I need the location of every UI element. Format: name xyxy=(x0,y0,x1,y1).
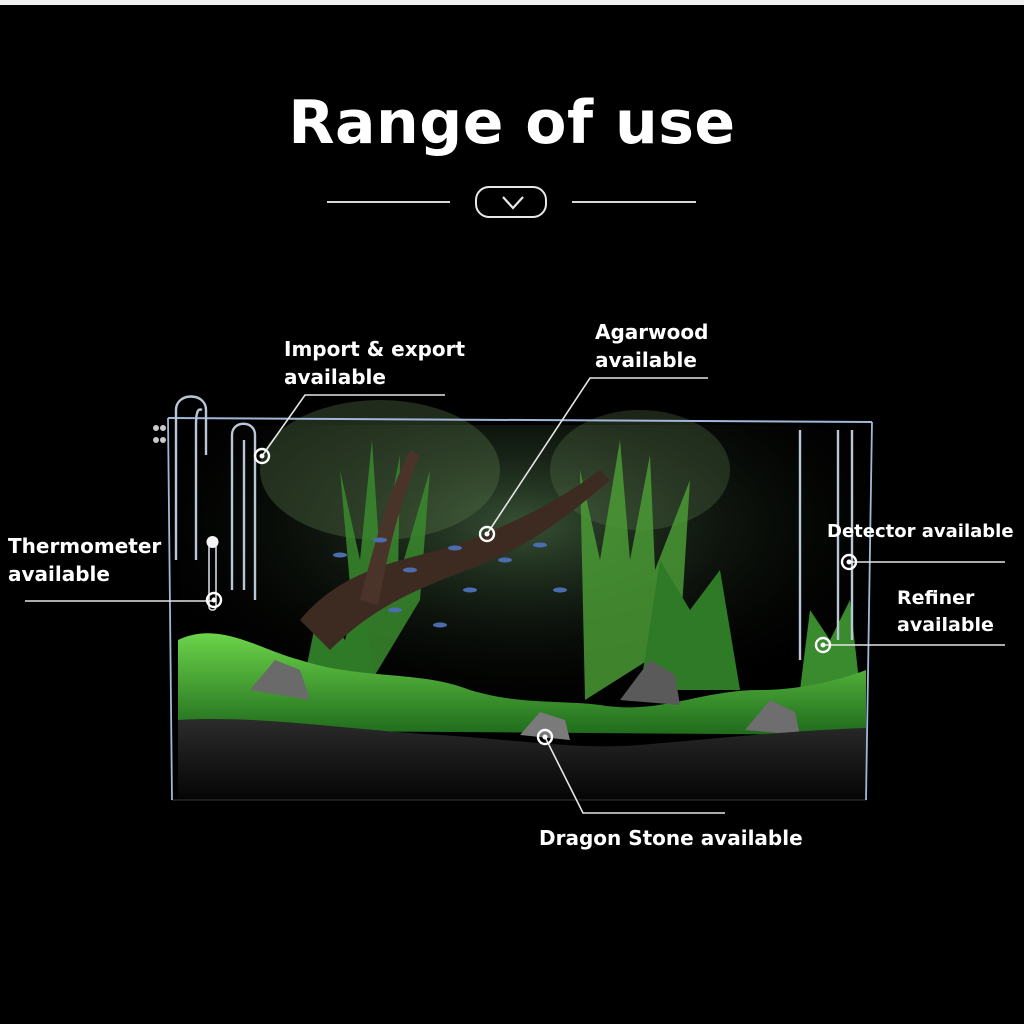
glass-pipes xyxy=(174,395,854,660)
divider-left xyxy=(327,201,450,203)
dragon-stones xyxy=(250,660,800,740)
label-line: available xyxy=(595,348,697,372)
glass-tank xyxy=(167,417,873,801)
marker-thermometer xyxy=(205,591,223,609)
marker-detector xyxy=(840,553,858,571)
label-line: Import & export xyxy=(284,337,466,361)
divider-right xyxy=(572,201,696,203)
marker-agarwood xyxy=(478,525,496,543)
marker-import-export xyxy=(253,447,271,465)
label-line: Refiner xyxy=(897,587,975,609)
label-detector: Detector available xyxy=(827,518,1014,546)
label-line: Detector available xyxy=(827,521,1014,542)
leader-lines xyxy=(25,377,1005,814)
fish-school xyxy=(333,537,567,628)
label-line: Agarwood xyxy=(595,320,709,344)
label-line: available xyxy=(284,365,386,389)
label-line: Thermometer xyxy=(8,534,162,558)
expand-button[interactable] xyxy=(475,186,547,218)
carpet-grass xyxy=(178,633,866,735)
agarwood-driftwood xyxy=(300,450,610,650)
label-agarwood: Agarwood available xyxy=(595,318,708,374)
page-title: Range of use xyxy=(288,88,736,158)
label-line: available xyxy=(8,562,110,586)
label-import-export: Import & export available xyxy=(284,335,465,391)
substrate xyxy=(178,718,866,800)
label-line: Dragon Stone available xyxy=(539,826,803,850)
label-dragon-stone: Dragon Stone available xyxy=(539,824,803,852)
label-thermometer: Thermometer available xyxy=(8,532,161,588)
label-refiner: Refiner available xyxy=(897,585,994,639)
marker-dragon-stone xyxy=(536,728,554,746)
pipe-fittings xyxy=(153,425,166,443)
label-line: available xyxy=(897,614,994,636)
marker-refiner xyxy=(814,636,832,654)
thermometer-device xyxy=(206,536,219,611)
top-border xyxy=(0,0,1024,5)
chevron-down-icon xyxy=(502,196,524,210)
